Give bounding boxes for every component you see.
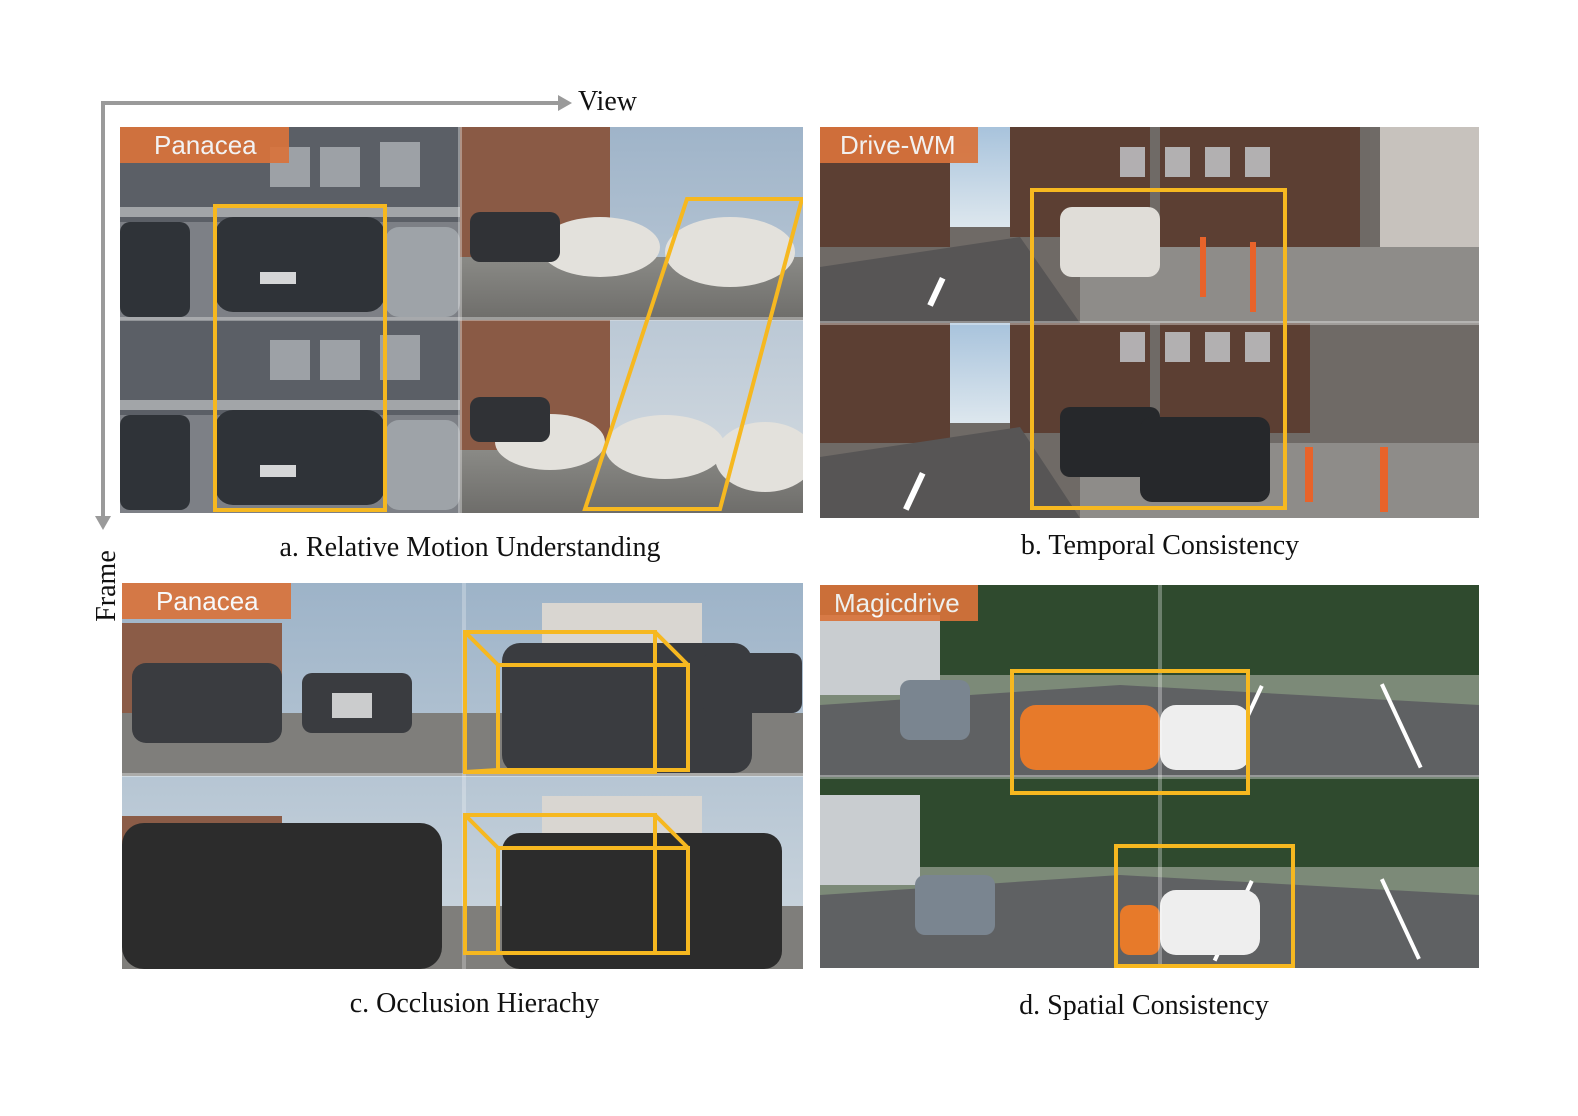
highlight-box-d-bottom <box>1114 844 1295 968</box>
panel-b-image: Drive-WM <box>820 127 1479 518</box>
model-tag-d: Magicdrive <box>820 585 978 621</box>
caption-c: c. Occlusion Hierachy <box>349 988 600 1019</box>
view-arrowhead <box>558 95 572 111</box>
model-tag-c: Panacea <box>122 583 291 619</box>
frame-arrowhead <box>95 516 111 530</box>
highlight-box-d-top <box>1010 669 1250 795</box>
frame-axis-label: Frame <box>91 550 122 622</box>
model-tag-b: Drive-WM <box>820 127 978 163</box>
panel-c-image: Panacea <box>122 583 803 969</box>
highlight-cube-c-top <box>463 630 690 774</box>
view-axis-label: View <box>578 86 637 117</box>
panel-a-image: Panacea <box>120 127 803 513</box>
caption-a: a. Relative Motion Understanding <box>279 532 661 563</box>
highlight-box-b <box>1030 188 1287 510</box>
model-tag-a: Panacea <box>120 127 289 163</box>
highlight-box-a-right <box>582 197 803 511</box>
highlight-box-a-left <box>213 204 387 512</box>
highlight-cube-c-bottom <box>463 813 690 955</box>
panel-d-image: Magicdrive <box>820 585 1479 968</box>
caption-d: d. Spatial Consistency <box>1019 990 1269 1021</box>
caption-b: b. Temporal Consistency <box>1020 530 1300 561</box>
